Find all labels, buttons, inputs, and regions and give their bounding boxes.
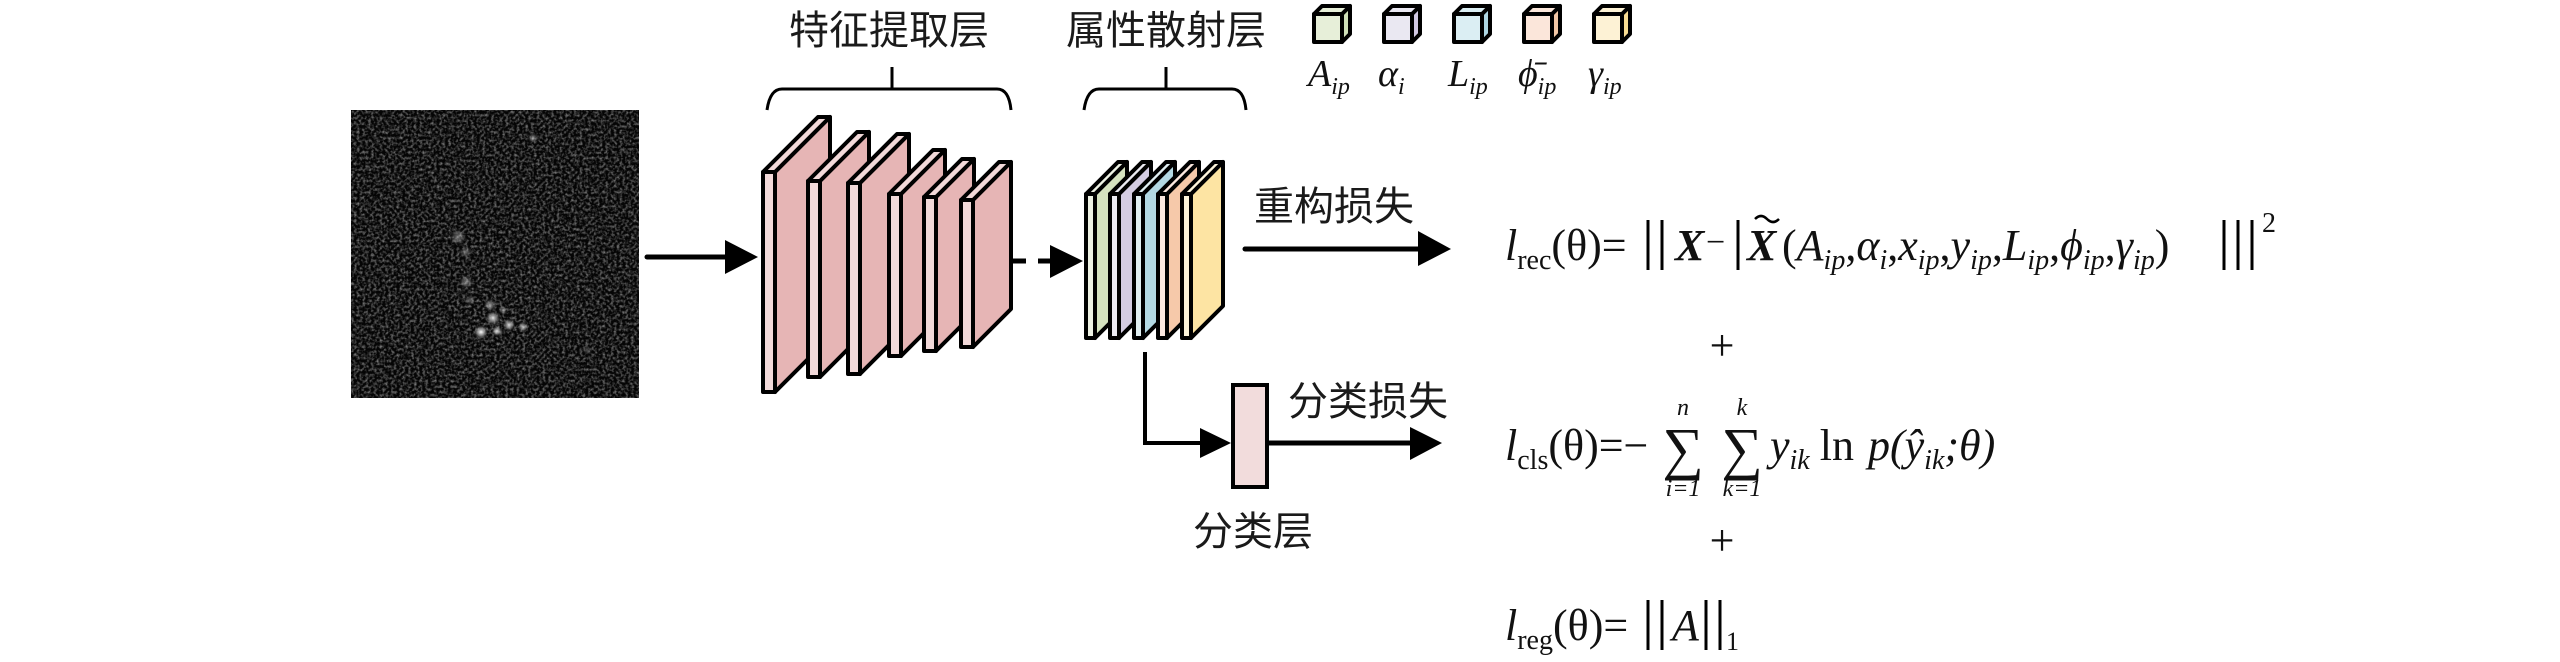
- eq-cls-sum2-bottom: k=1: [1723, 476, 1762, 502]
- legend-cube-front: [1312, 12, 1344, 44]
- feature-extraction-brace: [765, 67, 1013, 111]
- sar-scatterers: [449, 132, 592, 355]
- eq-cls-yhat-sub: ik: [1924, 445, 1945, 476]
- eq-cls-tail: ;θ): [1944, 421, 1995, 470]
- eq-reg-l: l: [1505, 601, 1517, 650]
- input-arrow: [644, 240, 758, 274]
- eq-cls-sub: cls: [1517, 445, 1548, 476]
- classification-layer-box: [1231, 383, 1269, 489]
- feature-layer-6-front: [959, 198, 975, 349]
- feature-layer-2-front: [806, 179, 822, 379]
- classification-layer-label: 分类层: [1193, 509, 1313, 555]
- eq-reg-norm-sub: 1: [1726, 627, 1739, 656]
- classification-loss-label: 分类损失: [1288, 379, 1448, 425]
- feature-layer-5-front: [922, 195, 938, 353]
- eq-reg-theta: (θ)=: [1553, 601, 1628, 650]
- svg-text:lrec(θ)=: lrec(θ)=: [1505, 221, 1627, 276]
- legend-cube-front: [1382, 12, 1414, 44]
- attribute-layer-4-front: [1156, 192, 1169, 340]
- attribute-scattering-label: 属性散射层: [1066, 8, 1266, 54]
- svg-text:lreg(θ)=: lreg(θ)=: [1505, 601, 1628, 656]
- feature-extraction-layers: [761, 115, 1013, 394]
- svg-text:lcls(θ)=−: lcls(θ)=−: [1505, 421, 1648, 476]
- sar-speckle: [351, 110, 639, 398]
- eq-cls-yhat: ŷ: [1901, 421, 1925, 470]
- legend-symbol: αi: [1378, 53, 1405, 100]
- eq-cls-theta: (θ)=−: [1548, 421, 1648, 470]
- feature-layer-6: [959, 160, 1013, 349]
- attribute-layer-5: [1180, 160, 1225, 340]
- classification-connector: [1143, 352, 1231, 458]
- eq-cls-sigma1: ∑: [1662, 416, 1703, 481]
- eq-rec-l: l: [1505, 221, 1517, 270]
- eq-reg-sub: reg: [1517, 625, 1553, 656]
- legend-item-4: ϕ̄ip: [1518, 4, 1562, 100]
- legend-item-3: Lip: [1447, 4, 1492, 100]
- legend-cube-front: [1452, 12, 1484, 44]
- feature-extraction-label: 特征提取层: [789, 8, 989, 54]
- plus-1: +: [1710, 321, 1735, 370]
- reconstruction-loss-equation: lrec(θ)= X − X (Aip,αi,xip,yip,Lip,ϕip,γ…: [1505, 208, 2276, 276]
- eq-cls-y: y: [1766, 421, 1790, 470]
- eq-reg-A: A: [1669, 601, 1700, 650]
- reconstruction-arrow: [1242, 231, 1451, 266]
- attribute-scattering-brace: [1082, 67, 1248, 111]
- attribute-layer-2-front: [1108, 192, 1121, 340]
- feature-layer-3-front: [846, 181, 862, 376]
- legend-item-5: γip: [1588, 4, 1632, 100]
- legend-item-2: αi: [1378, 4, 1422, 100]
- eq-cls-ln: ln: [1820, 421, 1854, 470]
- eq-cls-l: l: [1505, 421, 1517, 470]
- eq-rec-power: 2: [2262, 208, 2276, 239]
- eq-cls-sum1-top: n: [1677, 395, 1689, 421]
- attribute-layer-3-front: [1132, 192, 1145, 340]
- eq-rec-theta: (θ)=: [1551, 221, 1626, 270]
- eq-cls-p: p(: [1865, 421, 1907, 470]
- legend-cube-front: [1592, 12, 1624, 44]
- attribute-layer-1-front: [1084, 192, 1097, 340]
- eq-cls-sum2-top: k: [1737, 395, 1748, 421]
- dashed-arrow: [1012, 245, 1083, 278]
- legend-symbol: ϕ̄ip: [1518, 53, 1556, 100]
- legend-symbol: Aip: [1305, 53, 1350, 100]
- legend-cube-front: [1522, 12, 1554, 44]
- feature-layer-4-front: [887, 192, 903, 358]
- legend-item-1: Aip: [1305, 4, 1352, 100]
- eq-cls-sum1-bottom: i=1: [1666, 476, 1701, 502]
- eq-rec-minus: −: [1706, 224, 1725, 261]
- attribute-scattering-layers: [1084, 160, 1225, 340]
- eq-cls-sigma2: ∑: [1721, 416, 1762, 481]
- legend-symbol: Lip: [1447, 53, 1488, 100]
- eq-rec-X-tilde: X: [1745, 221, 1778, 270]
- feature-layer-1-front: [761, 170, 777, 394]
- eq-rec-args: (Aip,αi,xip,yip,Lip,ϕip,γip): [1782, 221, 2169, 276]
- attribute-layer-5-front: [1180, 192, 1193, 340]
- regularization-loss-equation: lreg(θ)= A 1: [1505, 600, 1739, 656]
- eq-rec-X: X: [1673, 221, 1706, 270]
- eq-cls-y-sub: ik: [1790, 445, 1811, 476]
- eq-rec-sub: rec: [1517, 245, 1551, 276]
- input-sar-image: [351, 110, 639, 398]
- reconstruction-loss-label: 重构损失: [1254, 184, 1414, 230]
- classification-arrow: [1268, 427, 1442, 460]
- legend-symbol: γip: [1588, 53, 1622, 100]
- plus-2: +: [1710, 516, 1735, 565]
